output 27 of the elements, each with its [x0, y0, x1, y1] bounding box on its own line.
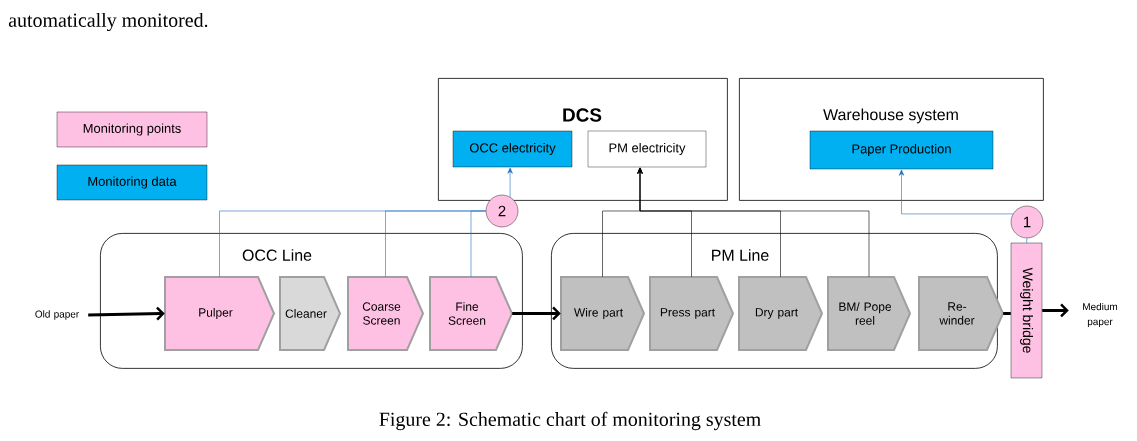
- legend-item: Monitoring points: [56, 111, 208, 148]
- process-step: Re- winder: [918, 276, 1005, 351]
- connector-arrow: [88, 306, 165, 321]
- callout-number: 2: [485, 194, 519, 228]
- callout-number: 1: [1010, 205, 1044, 239]
- process-step: Dry part: [738, 276, 824, 351]
- connector-arrow: [898, 169, 1014, 215]
- connector-arrow: [1042, 303, 1069, 318]
- process-step: Fine Screen: [429, 276, 514, 351]
- material-label: Medium paper: [1083, 302, 1118, 328]
- connector-arrow: [512, 306, 561, 321]
- data-box: PM electricity: [587, 130, 707, 168]
- body-text: automatically monitored.: [8, 12, 208, 32]
- connector-arrow: [507, 167, 513, 198]
- weight-bridge-bar: Weight bridge: [1010, 242, 1043, 379]
- process-step: Pulper: [164, 276, 276, 351]
- process-step: Coarse Screen: [347, 276, 425, 351]
- data-box: Paper Production: [809, 130, 994, 170]
- connector-arrow: [637, 167, 870, 278]
- process-step: Cleaner: [279, 276, 342, 351]
- process-step: Press part: [649, 276, 735, 351]
- material-label: Old paper: [35, 310, 79, 320]
- legend-item: Monitoring data: [56, 164, 208, 201]
- process-step: Wire part: [560, 276, 646, 351]
- data-box: OCC electricity: [452, 130, 573, 168]
- figure-caption: Figure 2: Schematic chart of monitoring system: [379, 411, 761, 431]
- process-step: BM/ Pope reel: [827, 276, 912, 351]
